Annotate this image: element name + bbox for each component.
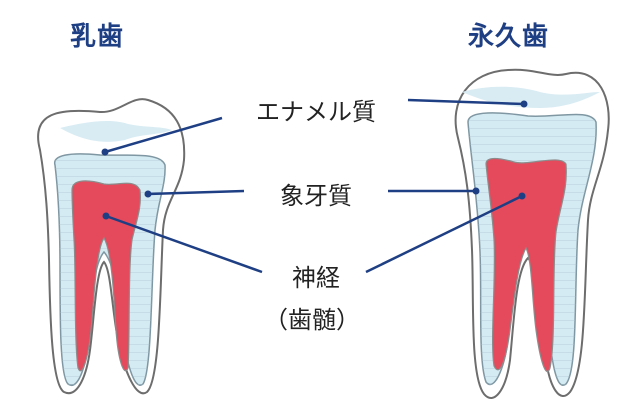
pulp-sublabel: （歯髄） [264, 306, 360, 334]
pulp-leader-left [105, 214, 263, 274]
dentin-dot-right [472, 187, 480, 195]
dentin-leader-left [147, 189, 245, 196]
enamel-leader-right [407, 98, 525, 106]
enamel-dot-right [520, 100, 528, 108]
leader-lines [101, 98, 528, 274]
primary-tooth-title: 乳歯 [70, 22, 125, 52]
dentin-dot-left [144, 190, 152, 198]
pulp-leader-right [365, 194, 523, 274]
pulp-label: 神経 [292, 264, 340, 292]
primary-tooth [37, 98, 186, 395]
enamel-dot-left [101, 148, 109, 156]
primary-enamel-shine [60, 121, 172, 142]
pulp-dot-left [102, 212, 110, 220]
permanent-tooth-title: 永久歯 [468, 22, 550, 52]
enamel-label: エナメル質 [256, 98, 376, 126]
permanent-pulp [485, 157, 567, 372]
primary-pulp [71, 180, 141, 372]
permanent-tooth [454, 68, 610, 399]
enamel-leader-left [104, 116, 223, 154]
pulp-dot-right [518, 192, 526, 200]
dentin-label: 象牙質 [280, 182, 352, 210]
